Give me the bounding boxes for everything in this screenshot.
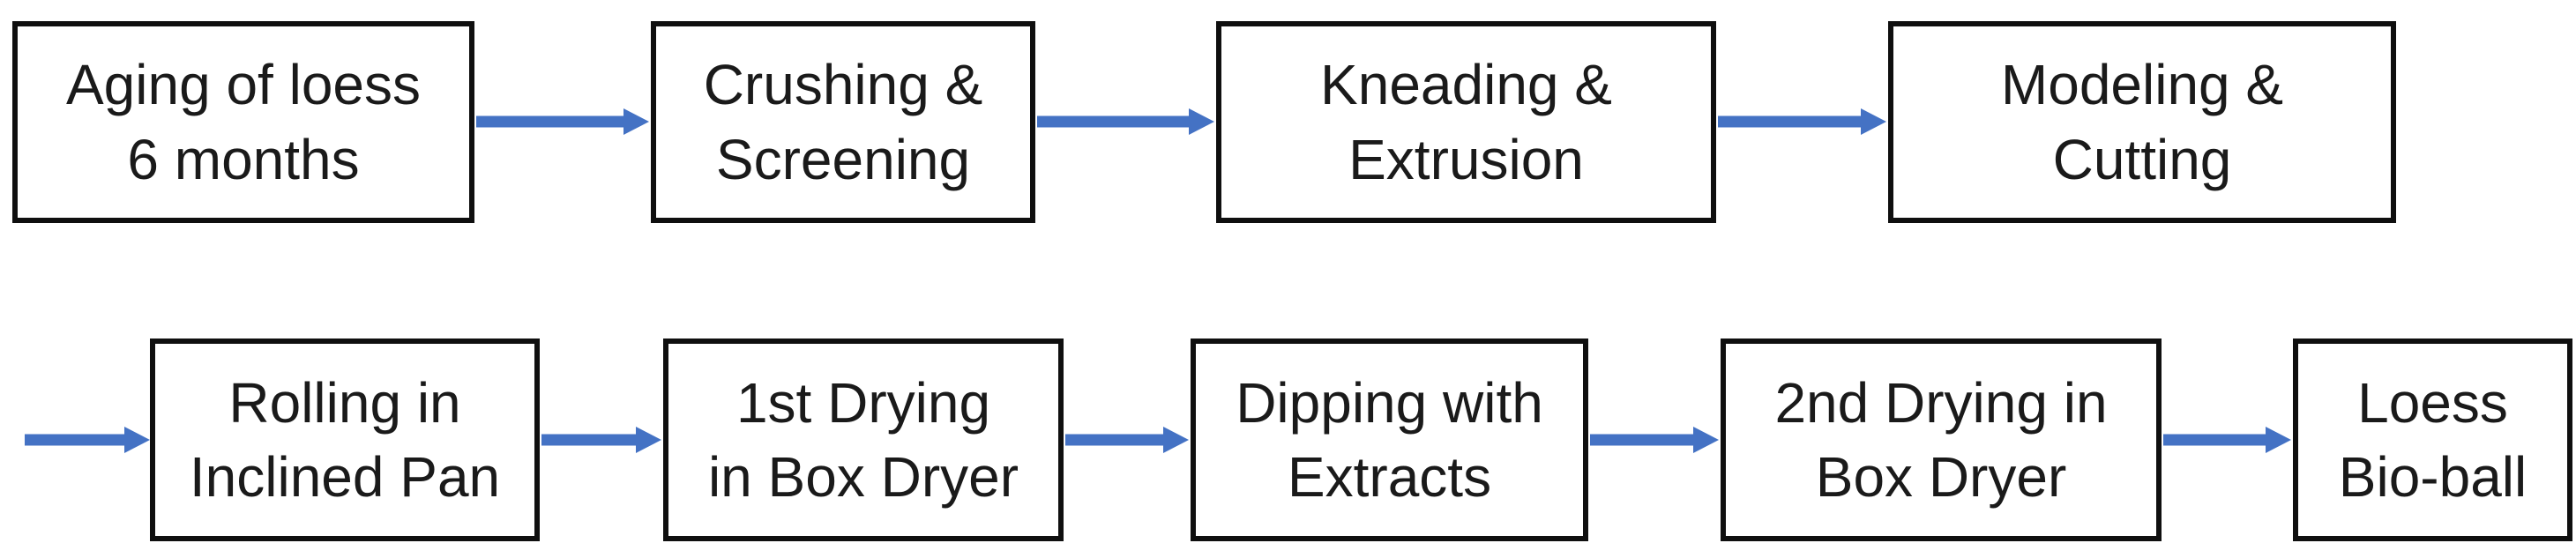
- arrow-icon: [1718, 108, 1886, 135]
- step-label-line2: Screening: [715, 127, 971, 191]
- step-label-line1: Kneading &: [1320, 53, 1612, 117]
- step-label-line2: Extrusion: [1348, 127, 1584, 191]
- arrow-head: [2266, 427, 2291, 453]
- step-label-line1: 2nd Drying in: [1774, 370, 2108, 435]
- arrow-head: [124, 427, 150, 453]
- step-label-line2: Cutting: [2052, 127, 2232, 191]
- flow-step-aging: Aging of loess 6 months: [12, 21, 474, 223]
- arrow-head: [623, 108, 649, 135]
- step-label-line1: Aging of loess: [65, 53, 422, 117]
- step-label-line2: Box Dryer: [1815, 445, 2067, 509]
- flow-step-first-drying: 1st Drying in Box Dryer: [663, 339, 1064, 541]
- arrow-icon: [2163, 427, 2291, 453]
- step-label-line1: Dipping with: [1236, 370, 1543, 435]
- flow-step-loess-bioball: Loess Bio-ball: [2293, 339, 2572, 541]
- flow-step-crushing-screening: Crushing & Screening: [651, 21, 1035, 223]
- arrow-icon: [1037, 108, 1214, 135]
- step-label-line2: Bio-ball: [2338, 445, 2527, 509]
- step-label-line1: Rolling in: [228, 370, 461, 435]
- arrow-head: [1163, 427, 1189, 453]
- step-label-line1: Crushing &: [703, 53, 983, 117]
- step-label-line2: Inclined Pan: [189, 445, 501, 509]
- flow-step-dipping: Dipping with Extracts: [1191, 339, 1588, 541]
- step-label-line2: 6 months: [127, 127, 360, 191]
- arrow-icon: [1590, 427, 1719, 453]
- flow-step-rolling: Rolling in Inclined Pan: [150, 339, 540, 541]
- step-label-line1: Loess: [2357, 370, 2508, 435]
- flow-step-kneading-extrusion: Kneading & Extrusion: [1216, 21, 1716, 223]
- arrow-head: [1861, 108, 1886, 135]
- flow-step-modeling-cutting: Modeling & Cutting: [1888, 21, 2396, 223]
- arrow-icon: [1065, 427, 1189, 453]
- flow-step-second-drying: 2nd Drying in Box Dryer: [1721, 339, 2162, 541]
- arrow-head: [1693, 427, 1719, 453]
- lead-arrow-icon: [25, 427, 150, 453]
- step-label-line1: Modeling &: [2000, 53, 2284, 117]
- step-label-line2: in Box Dryer: [707, 445, 1019, 509]
- step-label-line1: 1st Drying: [735, 370, 991, 435]
- step-label-line2: Extracts: [1287, 445, 1492, 509]
- arrow-icon: [541, 427, 661, 453]
- arrow-icon: [476, 108, 649, 135]
- arrow-head: [636, 427, 661, 453]
- arrow-head: [1189, 108, 1214, 135]
